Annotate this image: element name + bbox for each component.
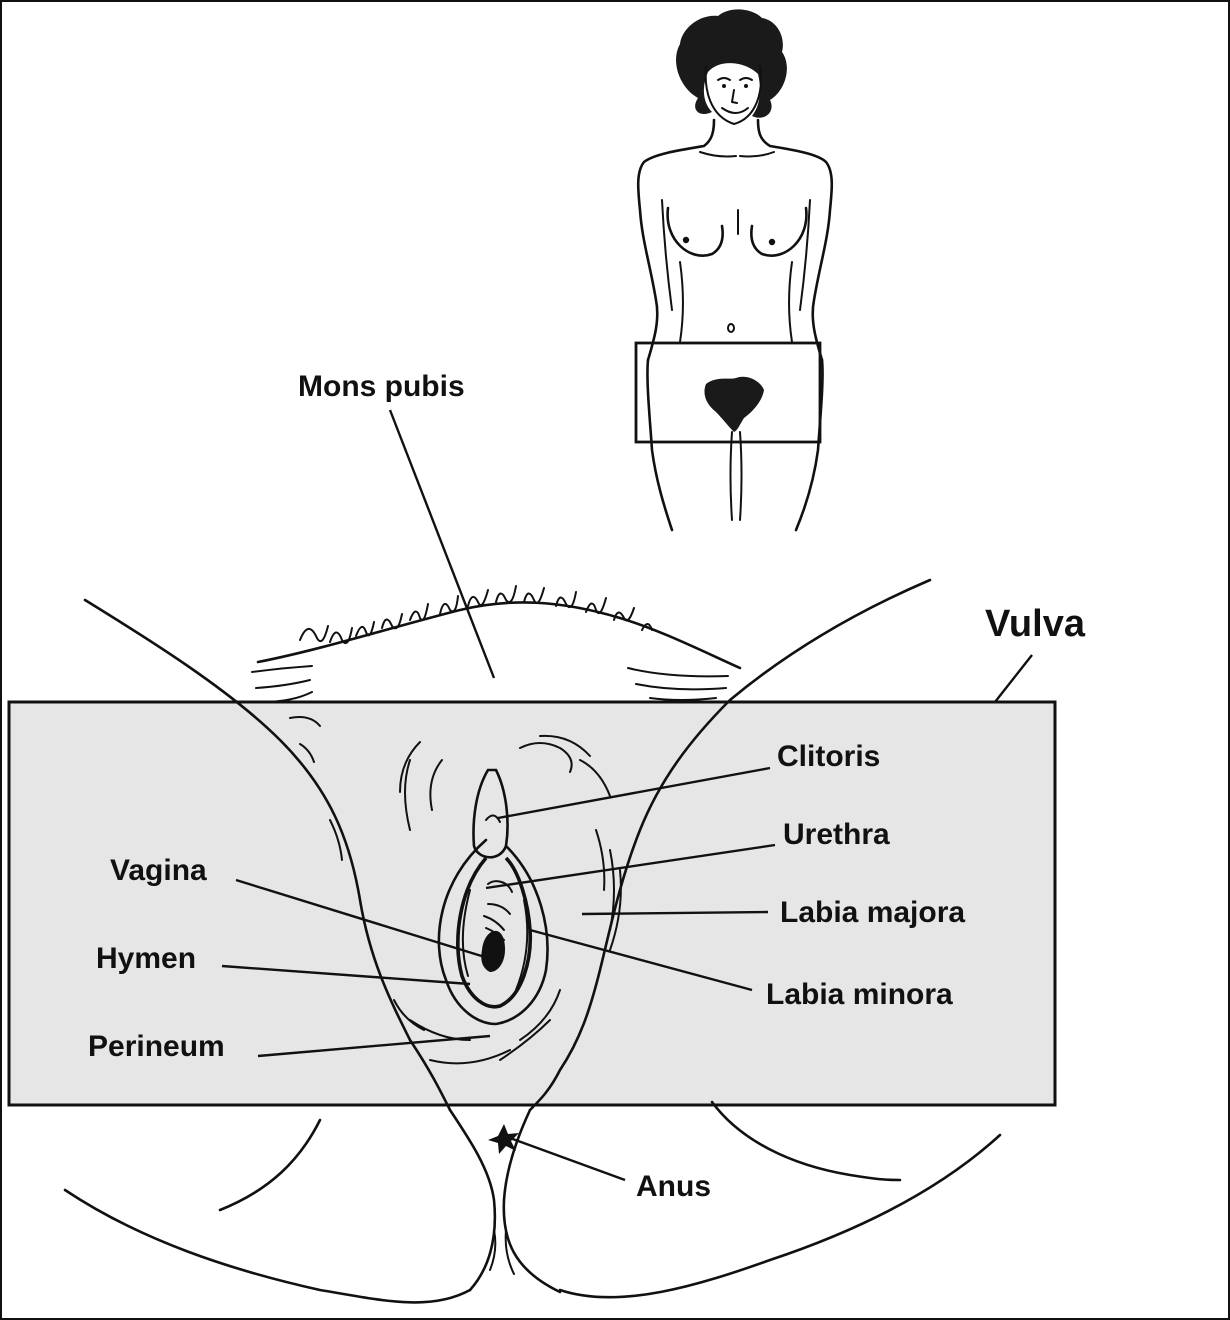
leader-anus — [510, 1138, 625, 1180]
female-figure-illustration — [636, 9, 832, 530]
label-clitoris: Clitoris — [777, 740, 880, 773]
label-anus: Anus — [636, 1170, 711, 1203]
label-labia-minora: Labia minora — [766, 978, 953, 1011]
label-vagina: Vagina — [110, 854, 207, 887]
label-mons-pubis: Mons pubis — [298, 370, 465, 403]
title-vulva: Vulva — [985, 603, 1086, 645]
label-perineum: Perineum — [88, 1030, 225, 1063]
label-labia-majora: Labia majora — [780, 896, 965, 929]
leader-mons-pubis — [390, 410, 494, 678]
label-urethra: Urethra — [783, 818, 890, 851]
leader-vulva — [995, 655, 1032, 702]
label-hymen: Hymen — [96, 942, 196, 975]
